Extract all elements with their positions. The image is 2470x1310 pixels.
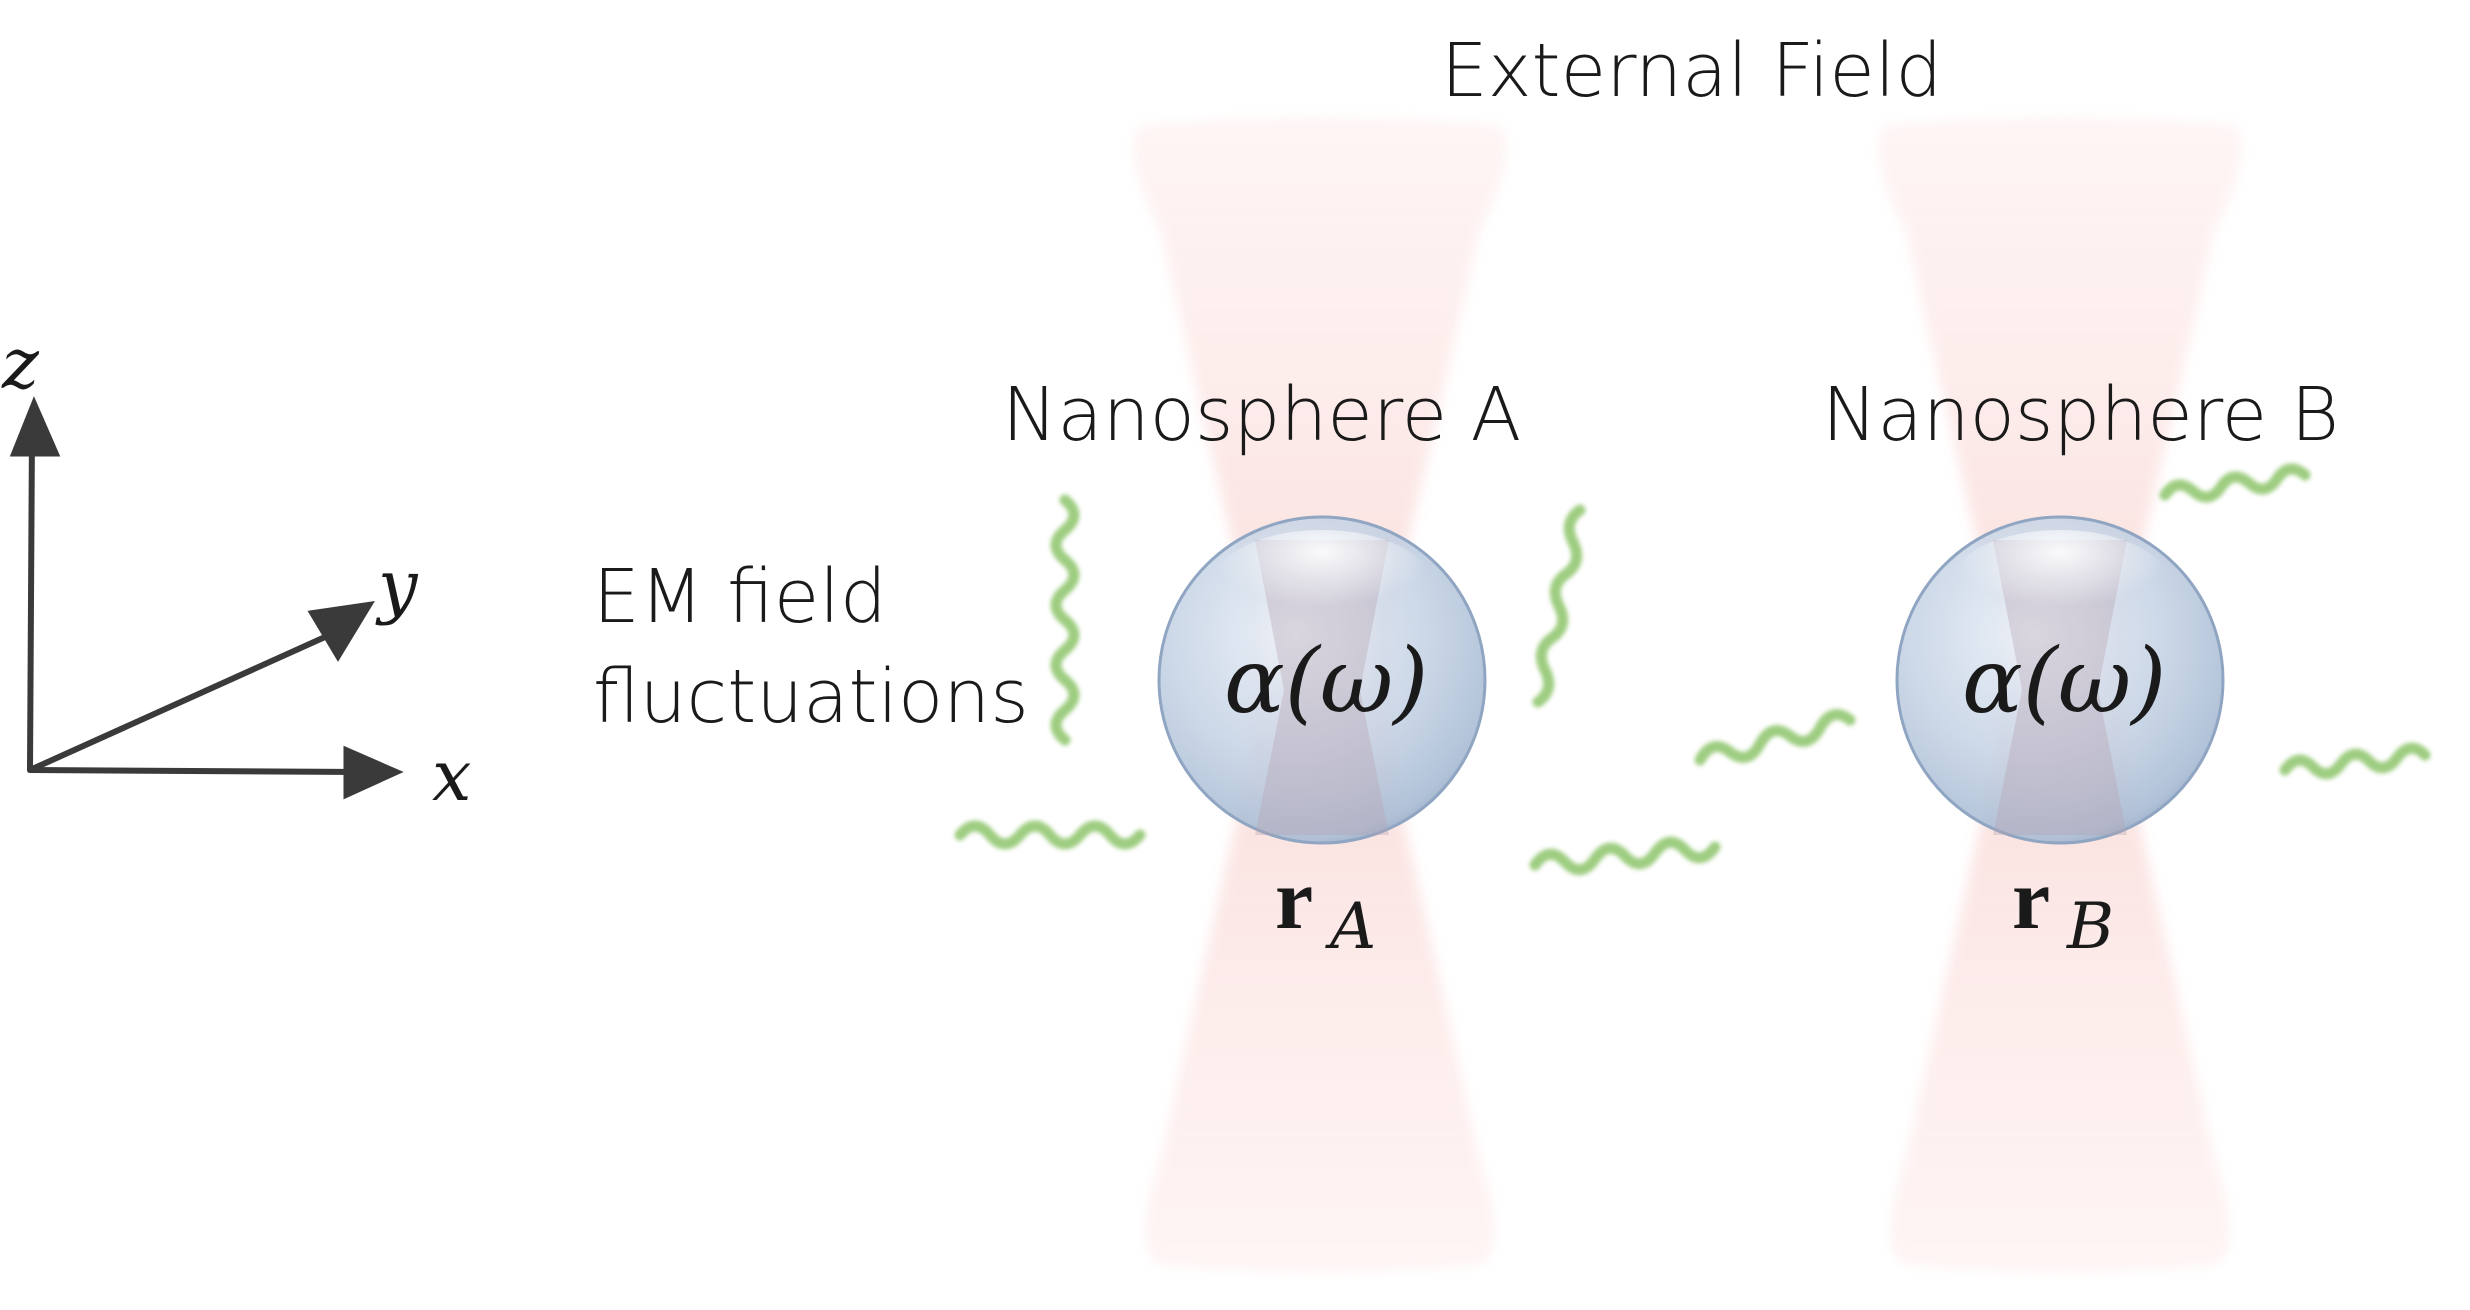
coordinate-axes	[9, 396, 404, 800]
nanosphere-b-position-symbol: r	[2012, 851, 2050, 947]
nanosphere-a-position: r A	[1275, 851, 1376, 964]
em-field-label-line2: fluctuations	[593, 654, 1029, 740]
fluctuation-wave-5	[1694, 709, 1856, 766]
nanosphere-b-position: r B	[2012, 851, 2114, 964]
fluctuation-wave-6	[2159, 463, 2311, 503]
nanosphere-b-position-subscript: B	[2066, 890, 2114, 964]
nanosphere-a-title: Nanosphere A	[1002, 372, 1521, 458]
z-axis-arrowhead	[9, 396, 61, 457]
nanosphere-b-title: Nanosphere B	[1822, 372, 2339, 458]
nanosphere-b-highlight	[1950, 530, 2170, 640]
x-axis-arrowhead	[343, 745, 404, 800]
em-fluctuations	[954, 463, 2431, 876]
external-field-title: External Field	[1441, 28, 1942, 114]
fluctuation-wave-3	[1532, 504, 1586, 708]
y-axis-line	[27, 634, 328, 773]
fluctuation-wave-4	[1529, 836, 1721, 876]
em-field-label-line1: EM field	[593, 554, 887, 640]
fluctuation-wave-7	[2279, 742, 2431, 780]
y-axis-arrowhead	[307, 601, 375, 662]
nanosphere-a: α(ω)	[1157, 515, 1487, 845]
fluctuation-wave-2	[954, 820, 1146, 850]
nanosphere-a-position-subscript: A	[1325, 890, 1376, 964]
nanosphere-a-highlight	[1212, 530, 1432, 640]
axis-label-z: z	[1, 323, 40, 405]
x-axis-line	[27, 767, 363, 775]
z-axis-line	[27, 427, 35, 773]
nanosphere-b: α(ω)	[1895, 515, 2225, 845]
fluctuation-wave-1	[1050, 494, 1080, 746]
axis-label-x: x	[432, 735, 471, 817]
nanosphere-a-position-symbol: r	[1275, 851, 1313, 947]
axis-label-y: y	[375, 545, 419, 627]
nanosphere-b-polarizability: α(ω)	[1962, 629, 2166, 734]
nanosphere-a-polarizability: α(ω)	[1224, 629, 1428, 734]
